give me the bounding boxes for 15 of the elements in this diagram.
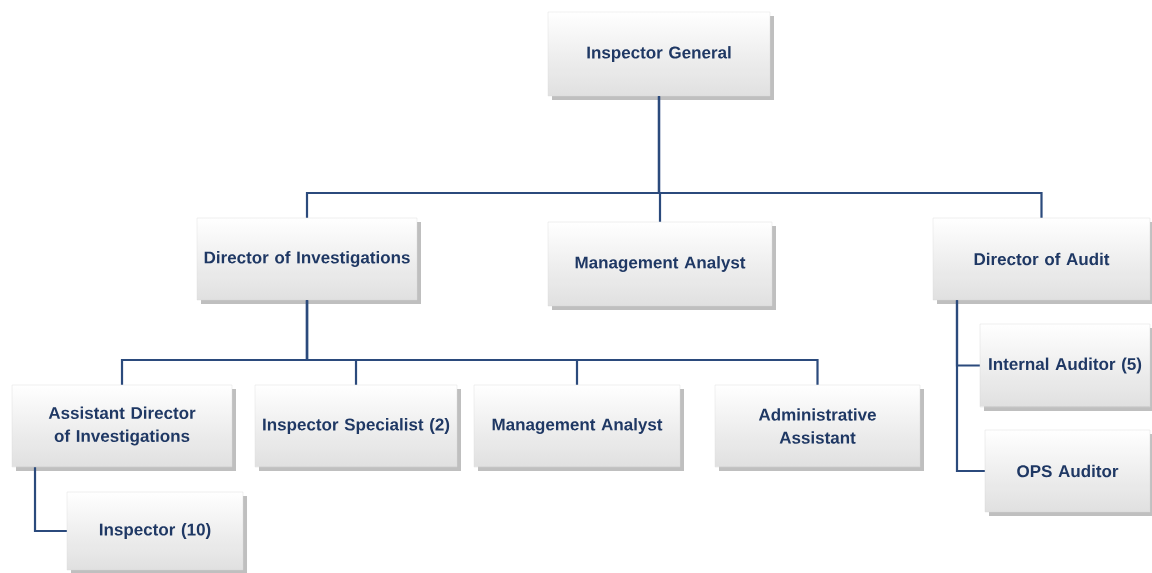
org-box: Assistant Director of Investigations	[11, 384, 236, 471]
org-box: OPS Auditor	[984, 429, 1152, 516]
connector-line	[33, 467, 67, 533]
org-box: Administrative Assistant	[714, 384, 924, 471]
org-box: Inspector (10)	[66, 491, 247, 573]
connector-line	[657, 96, 1043, 218]
org-box: Inspector General	[547, 11, 774, 100]
org-box: Director of Investigations	[196, 217, 421, 304]
org-box: Management Analyst	[547, 221, 776, 310]
connector-line	[955, 300, 985, 473]
org-box: Internal Auditor (5)	[979, 323, 1152, 411]
org-box: Inspector Specialist (2)	[254, 384, 461, 471]
org-box: Management Analyst	[473, 384, 684, 471]
org-box: Director of Audit	[932, 217, 1152, 304]
connector-line	[305, 300, 819, 385]
